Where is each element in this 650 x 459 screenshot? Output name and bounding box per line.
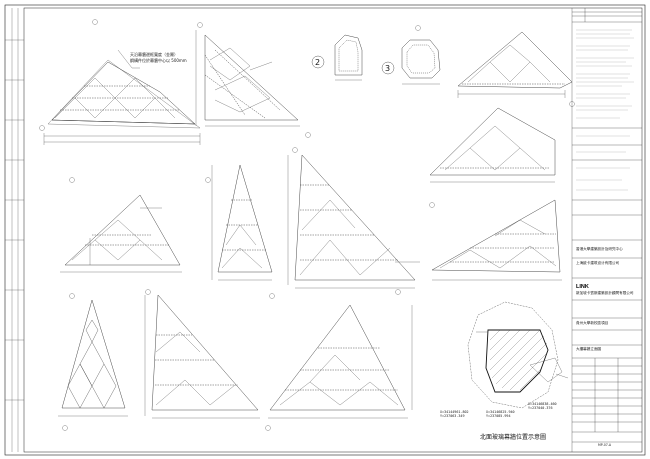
sheet-number: MP-07-A [598, 443, 612, 447]
key-plan [467, 301, 569, 409]
coord-right-x: X=34146838.460 [528, 402, 557, 406]
coord-right-y: Y=237040.376 [528, 406, 553, 410]
key-plan-caption: 北面玻璃幕牆位置示意圖 [480, 434, 547, 441]
company-2-cn: 上海欧卡建筑设计有限公司 [576, 261, 620, 265]
sheet-border [4, 4, 646, 456]
note-line-2: 鋼構件位於幕牆中心以 500mm [130, 58, 187, 63]
note-line-1: 天沿幕牆邊框寬度（金屬） [130, 52, 178, 57]
link-logo: LINK [576, 284, 589, 290]
grid-markers [39, 19, 575, 431]
coord-mid-y: Y=237085.994 [486, 414, 511, 418]
coord-mid-x: X=34146825.940 [486, 410, 515, 414]
elevation-6 [60, 194, 182, 273]
project-name: 貴州大學新校區項目 [576, 321, 609, 325]
inner-frame [23, 7, 643, 453]
detail-marker-3: 3 [385, 64, 391, 73]
elevation-8 [287, 154, 420, 289]
elevation-7 [211, 164, 273, 281]
elevation-5 [429, 107, 556, 183]
company-1-cn: 香港大學建築設計及研究中心 [576, 247, 623, 251]
coord-left-y: Y=237063.349 [440, 414, 465, 418]
detail-3 [381, 39, 441, 85]
elevation-9 [431, 199, 562, 281]
elevation-10 [58, 299, 128, 417]
company-3-cn: 新加坡卡賓斯建築設計顧問有限公司 [576, 291, 634, 295]
elevation-1 [43, 49, 201, 145]
detail-2 [311, 34, 363, 81]
elevation-11 [144, 294, 260, 419]
elevation-12 [268, 304, 413, 419]
elevation-4 [457, 31, 573, 98]
title-block-frame [571, 8, 642, 452]
coord-left-x: X=34144961.802 [440, 410, 469, 414]
elevation-2 [195, 30, 300, 127]
drawing-title: 大樓幕牆立面圖 [576, 347, 602, 351]
left-revision-strip [5, 8, 24, 452]
detail-marker-2: 2 [315, 58, 321, 67]
